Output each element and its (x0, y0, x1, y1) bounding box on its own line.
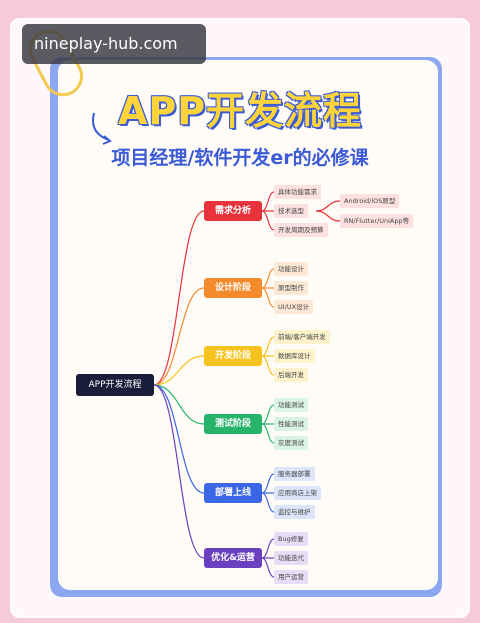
sub-connector (315, 210, 341, 222)
stage-connector (261, 492, 275, 513)
leaf-node: 灰度测试 (274, 436, 308, 450)
page-subtitle: 项目经理/软件开发er的必修课 (111, 147, 369, 169)
leaf-node: 具体功能需求 (274, 185, 321, 199)
arrow-doodle-icon (92, 112, 112, 145)
leaf-node: 前端/客户端开发 (274, 330, 330, 344)
leaf-node: UI/UX设计 (274, 300, 314, 314)
root-connector (153, 384, 205, 494)
leaf-node: 用户运营 (274, 570, 308, 584)
leaf-node: 原型制作 (274, 281, 308, 295)
leaf-node: 功能测试 (274, 398, 308, 412)
leaf-node: Bug修复 (274, 532, 308, 546)
stage-connector (261, 473, 275, 494)
sub-connector (315, 200, 341, 212)
leaf-node: 后端开发 (274, 368, 308, 382)
leaf-node: 功能迭代 (274, 551, 308, 565)
stage-connector (261, 423, 275, 444)
stage-connector (261, 404, 275, 425)
stage-connector (261, 287, 275, 308)
stage-connector (261, 268, 275, 289)
stage-connector (261, 336, 275, 357)
stage-node: 部署上线 (204, 483, 262, 503)
root-node: APP开发流程 (76, 374, 154, 396)
root-connector (153, 210, 205, 386)
stage-node: 优化&运营 (204, 548, 262, 568)
leaf-node: 功能设计 (274, 262, 308, 276)
leaf-node: 应用商店上架 (274, 486, 321, 500)
page-title: APP开发流程 (117, 89, 363, 133)
leaf-node: 性能测试 (274, 417, 308, 431)
root-connector (153, 355, 205, 386)
stage-connector (261, 557, 275, 578)
root-connector (153, 384, 205, 559)
root-connector (153, 287, 205, 386)
stage-connector (261, 538, 275, 559)
leaf-node: 监控与维护 (274, 505, 315, 519)
stage-node: 需求分析 (204, 201, 262, 221)
stage-connector (261, 355, 275, 376)
leaf-node: 服务器部署 (274, 467, 315, 481)
leaf-node: 技术选型 (274, 204, 308, 218)
stage-connector (261, 191, 275, 212)
sub-leaf-node: Android/iOS原型 (340, 194, 400, 208)
leaf-node: 数据库设计 (274, 349, 315, 363)
sub-leaf-node: RN/Flutter/UniApp等 (340, 214, 414, 228)
stage-connector (261, 210, 275, 231)
watermark: nineplay-hub.com (22, 24, 206, 64)
leaf-node: 开发周期及预算 (274, 223, 328, 237)
stage-node: 开发阶段 (204, 346, 262, 366)
root-connector (153, 384, 205, 425)
stage-node: 设计阶段 (204, 278, 262, 298)
stage-node: 测试阶段 (204, 414, 262, 434)
